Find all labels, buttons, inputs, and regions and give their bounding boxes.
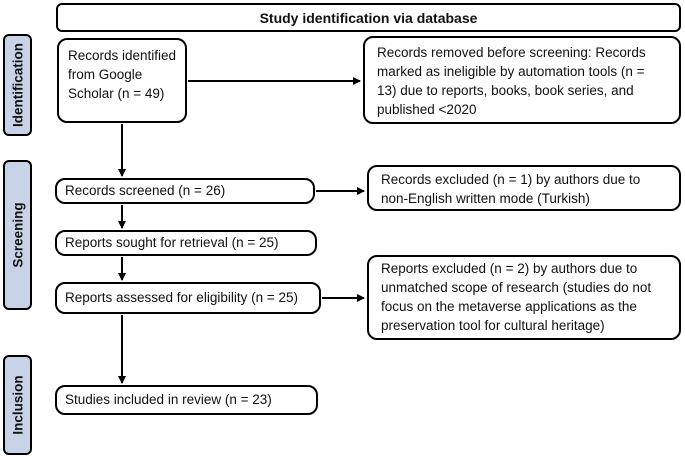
- stage-inclusion: Inclusion: [3, 355, 32, 455]
- records-identified-box: Records identified from Google Scholar (…: [57, 38, 187, 123]
- reports-excluded-box: Reports excluded (n = 2) by authors due …: [367, 255, 681, 340]
- studies-included-box: Studies included in review (n = 23): [55, 385, 318, 415]
- reports-sought-box: Reports sought for retrieval (n = 25): [55, 230, 317, 256]
- records-excluded-box: Records excluded (n = 1) by authors due …: [367, 165, 681, 211]
- diagram-title: Study identification via database: [56, 3, 681, 32]
- records-screened-box: Records screened (n = 26): [55, 178, 315, 204]
- reports-assessed-box: Reports assessed for eligibility (n = 25…: [55, 282, 321, 314]
- stage-identification: Identification: [3, 34, 32, 136]
- stage-screening: Screening: [3, 160, 32, 310]
- records-removed-box: Records removed before screening: Record…: [363, 36, 681, 124]
